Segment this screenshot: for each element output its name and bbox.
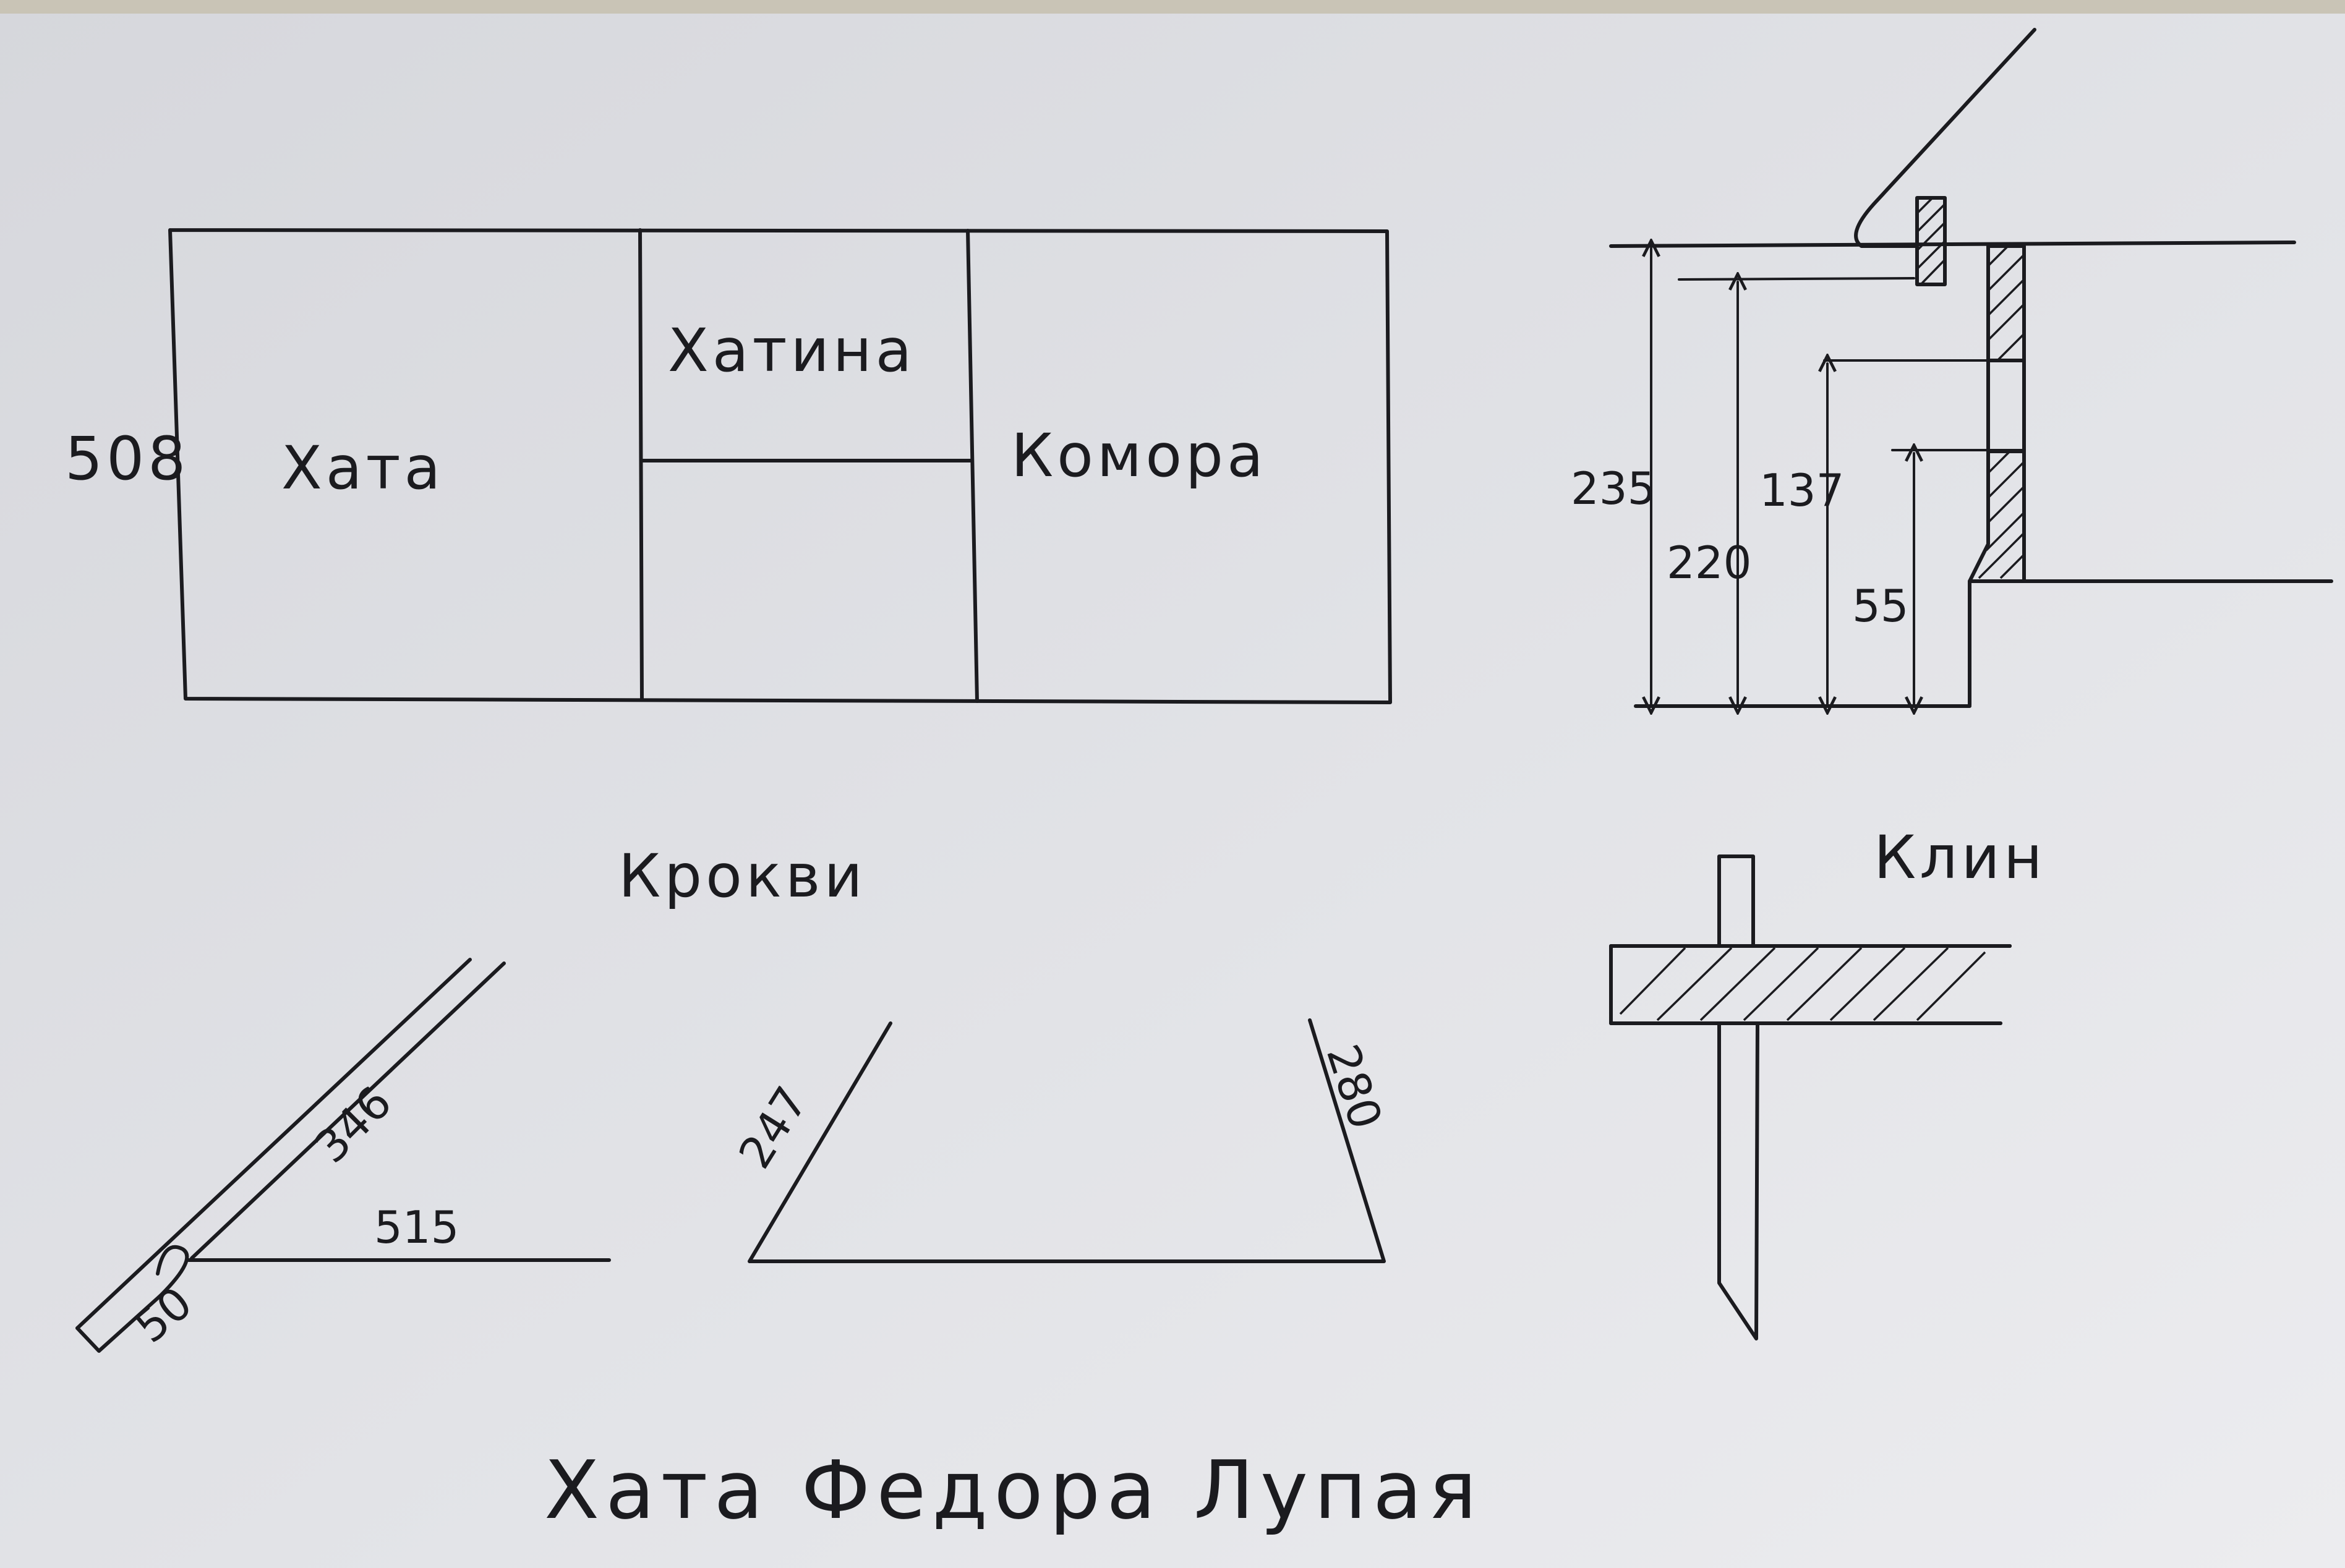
plan-wall-1 xyxy=(638,228,644,702)
dim-label-137: 137 xyxy=(1759,464,1844,516)
sheet-caption: Хата Федора Лупая xyxy=(544,1443,1483,1537)
ceiling-line xyxy=(1609,241,2296,248)
roof-trapezoid xyxy=(748,1018,1386,1263)
dim-label-55: 55 xyxy=(1852,580,1909,632)
room-label-hata: Хата xyxy=(281,433,444,503)
plan-wall-2 xyxy=(966,229,979,703)
rafter-end-notch xyxy=(75,1245,189,1353)
beam-block xyxy=(1915,196,1947,286)
rafters-title: Крокви xyxy=(618,842,866,911)
plan-width-label: 508 xyxy=(65,424,189,493)
floor-plan: 508 Хата Хатина Комора xyxy=(65,228,1392,704)
section-detail: 235 220 137 55 xyxy=(1571,28,2333,706)
dim-label-235: 235 xyxy=(1571,462,1655,514)
wedge-title: Клин xyxy=(1874,823,2046,892)
rafter-edge-lower xyxy=(190,961,506,1260)
dim-label-220: 220 xyxy=(1667,537,1751,589)
plan-outline xyxy=(168,228,1392,704)
rafter-span-label: 515 xyxy=(374,1201,459,1253)
room-label-hatyna: Хатина xyxy=(668,316,916,385)
wedge-sketch: Клин xyxy=(1609,823,2046,1340)
rafter-edge-upper xyxy=(75,958,472,1330)
desk-edge xyxy=(0,0,2345,14)
ceiling-underline xyxy=(1678,277,1915,281)
wedge-peg xyxy=(1717,854,1759,1340)
room-label-komora: Комора xyxy=(1011,421,1267,490)
